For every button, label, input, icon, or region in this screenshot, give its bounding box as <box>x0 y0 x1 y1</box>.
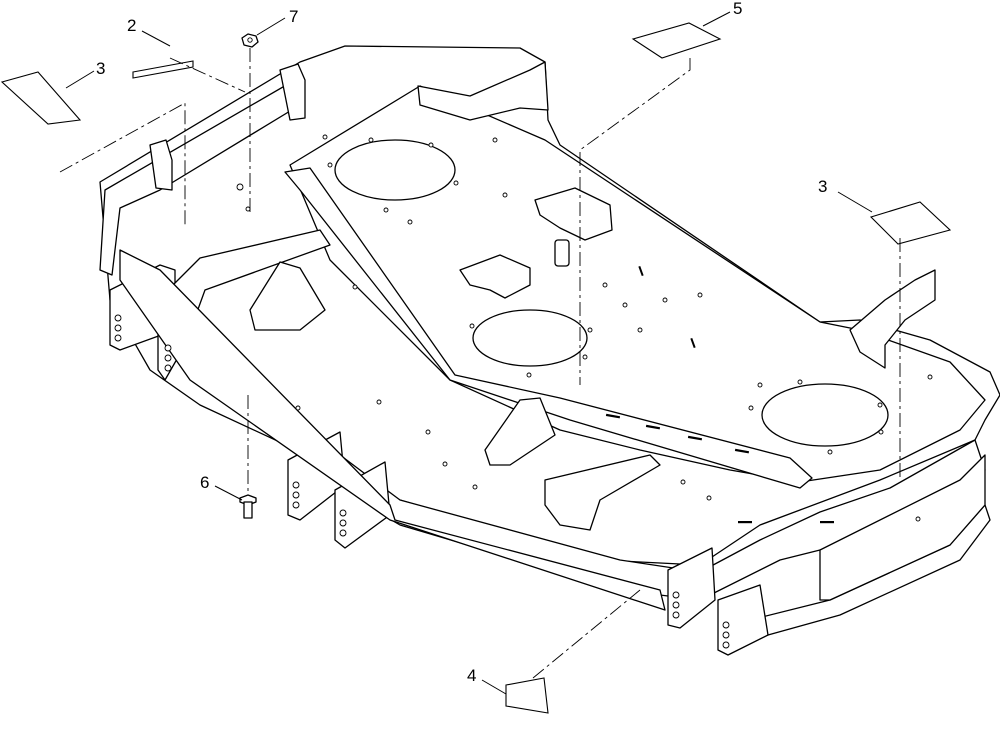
leader-lines <box>65 11 873 695</box>
deck-holes <box>236 134 933 522</box>
callout-3-left: 3 <box>96 59 105 78</box>
decal-part-4 <box>505 677 549 714</box>
assembly-lines <box>59 48 901 679</box>
callout-7: 7 <box>289 7 298 26</box>
callout-labels: 2 3 3 4 5 6 7 <box>96 0 827 685</box>
decal-part-3-left <box>0 71 82 125</box>
callout-2: 2 <box>127 16 136 35</box>
callout-6: 6 <box>200 473 209 492</box>
callout-5: 5 <box>733 0 742 18</box>
deck-slots <box>605 265 834 524</box>
bolt-part-6 <box>239 494 257 519</box>
decal-part-3-right <box>869 201 952 245</box>
deck-housing <box>99 45 1000 656</box>
nut-part-7 <box>241 33 259 48</box>
decal-part-5 <box>631 22 722 59</box>
callout-4: 4 <box>467 666 476 685</box>
callout-3-right: 3 <box>818 177 827 196</box>
decal-part-2 <box>132 60 194 79</box>
bracket-hole-rows <box>114 314 730 649</box>
